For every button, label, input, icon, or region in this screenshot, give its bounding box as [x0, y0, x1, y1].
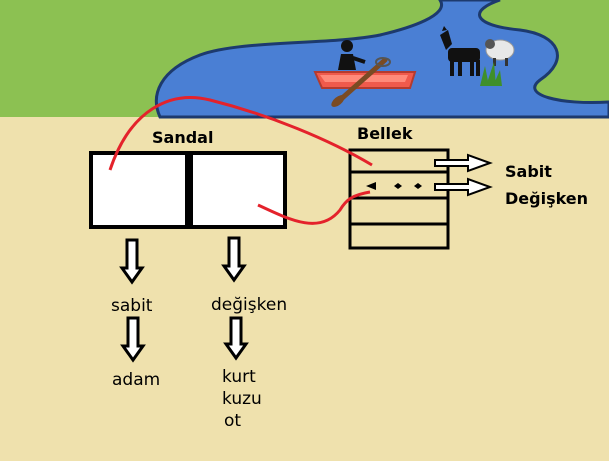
memory-label: Bellek [357, 124, 413, 143]
sheep-icon [485, 39, 515, 66]
boat-scene [313, 40, 417, 107]
left-column-item: adam [112, 370, 161, 390]
memory-output-degisken: Değişken [505, 189, 589, 208]
memory-slot-dots [366, 182, 422, 190]
arrow-down-icon [119, 236, 249, 363]
connector-left [108, 96, 373, 171]
boat-register [89, 151, 287, 229]
boat-register-label: Sandal [152, 128, 214, 147]
right-column-item: ot [224, 411, 242, 431]
donkey-icon [440, 26, 480, 76]
memory-block [348, 148, 450, 250]
right-column-title: değişken [211, 295, 288, 315]
memory-output-sabit: Sabit [505, 162, 552, 181]
left-column-title: sabit [111, 296, 153, 316]
connector-right [257, 190, 371, 225]
arrow-right-icon [434, 153, 493, 197]
right-column-item: kurt [222, 367, 256, 387]
grass-icon [480, 62, 502, 86]
right-column-item: kuzu [222, 389, 262, 409]
oar [337, 57, 388, 103]
rowing-person-icon [338, 40, 366, 70]
